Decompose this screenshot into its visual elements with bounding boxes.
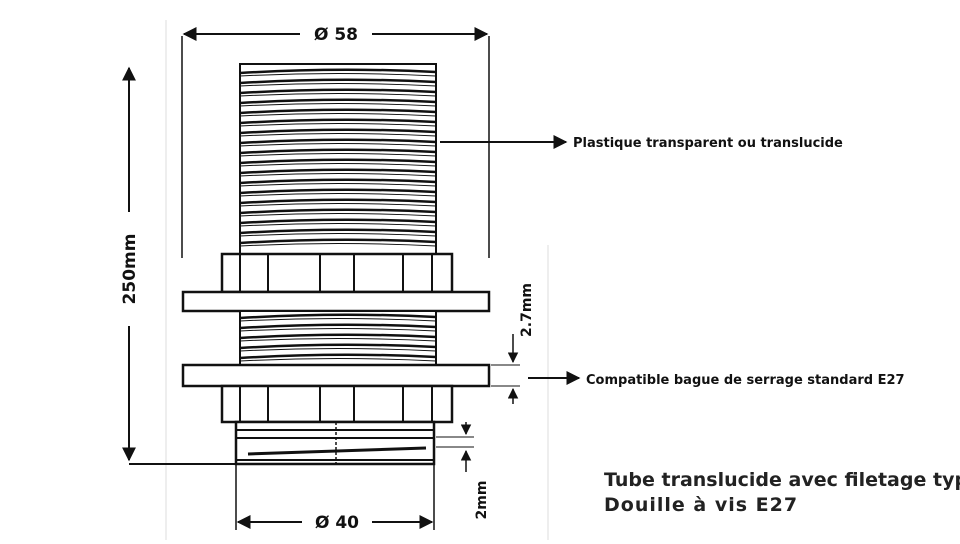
thread-ridge-shadow	[239, 213, 437, 217]
caption-line-2: Douille à vis E27	[604, 494, 799, 516]
thread-ridge	[239, 128, 437, 135]
thread-ridge	[239, 68, 437, 75]
thread-ridge	[239, 138, 437, 145]
thread-ridge-shadow	[239, 233, 437, 237]
thread-ridge-shadow	[239, 123, 437, 127]
material-note: Plastique transparent ou translucide	[573, 136, 843, 151]
thread-ridge	[239, 353, 437, 360]
upper-thread	[239, 63, 437, 255]
thread-ridge	[239, 158, 437, 165]
thread-ridge-shadow	[239, 173, 437, 177]
thread-ridge	[239, 178, 437, 185]
thread-ridge-shadow	[239, 93, 437, 97]
thread-ridge-shadow	[239, 153, 437, 157]
top-diameter-dimension: Ø 58	[181, 25, 490, 258]
lower-washer	[181, 363, 491, 388]
thread-ridge-shadow	[239, 348, 437, 352]
thread-ridge-shadow	[239, 83, 437, 87]
thread-ridge	[239, 98, 437, 105]
ring-thickness-dimension: 2.7mm	[491, 283, 535, 404]
thread-ridge	[239, 188, 437, 195]
thread-ridge	[239, 238, 437, 245]
thread-ridge	[239, 88, 437, 95]
thread-ridge-shadow	[239, 243, 437, 247]
thread-ridge-shadow	[239, 113, 437, 117]
thread-ridge-shadow	[239, 223, 437, 227]
thread-ridge	[239, 198, 437, 205]
thread-ridge-shadow	[239, 318, 437, 322]
thread-ridge-shadow	[239, 203, 437, 207]
thread-ridge	[239, 333, 437, 340]
thread-ridge	[239, 218, 437, 225]
thread-ridge	[239, 228, 437, 235]
thread-ridge	[239, 108, 437, 115]
thread-ridge-shadow	[239, 73, 437, 77]
top-diameter-label: Ø 58	[314, 25, 358, 45]
thread-step-label: 2mm	[474, 481, 490, 520]
ring-annotation: Compatible bague de serrage standard E27	[528, 371, 905, 388]
caption: Tube translucide avec filetage type Doui…	[604, 468, 960, 518]
bottom-tip	[234, 420, 436, 466]
thread-ridge-shadow	[239, 143, 437, 147]
thread-step-dimension: 2mm	[436, 422, 490, 519]
material-annotation: Plastique transparent ou translucide	[440, 135, 843, 151]
thread-ridge	[239, 78, 437, 85]
thread-ridge-shadow	[239, 183, 437, 187]
thread-ridge	[239, 313, 437, 320]
thread-ridge-shadow	[239, 133, 437, 137]
thread-ridge-shadow	[239, 358, 437, 362]
thread-ridge	[239, 323, 437, 330]
bottom-diameter-dimension: Ø 40	[235, 464, 435, 533]
thread-ridge-shadow	[239, 103, 437, 107]
thread-ridge-shadow	[239, 163, 437, 167]
thread-ridge	[239, 148, 437, 155]
thread-ridge-shadow	[239, 328, 437, 332]
thread-ridge	[239, 343, 437, 350]
thread-ridge-shadow	[239, 338, 437, 342]
height-dimension: 250mm	[120, 66, 238, 465]
thread-ridge	[239, 168, 437, 175]
ring-note: Compatible bague de serrage standard E27	[586, 373, 905, 388]
lower-nut	[220, 384, 454, 424]
ring-thickness-label: 2.7mm	[519, 283, 535, 337]
middle-thread	[239, 310, 437, 366]
thread-ridge-shadow	[239, 193, 437, 197]
thread-ridge	[239, 118, 437, 125]
background-rails	[165, 20, 549, 540]
caption-line-1: Tube translucide avec filetage type	[604, 469, 960, 491]
upper-nut	[220, 252, 454, 294]
height-label: 250mm	[120, 234, 140, 305]
upper-washer	[181, 290, 491, 313]
thread-ridge	[239, 208, 437, 215]
bottom-diameter-label: Ø 40	[315, 513, 359, 533]
